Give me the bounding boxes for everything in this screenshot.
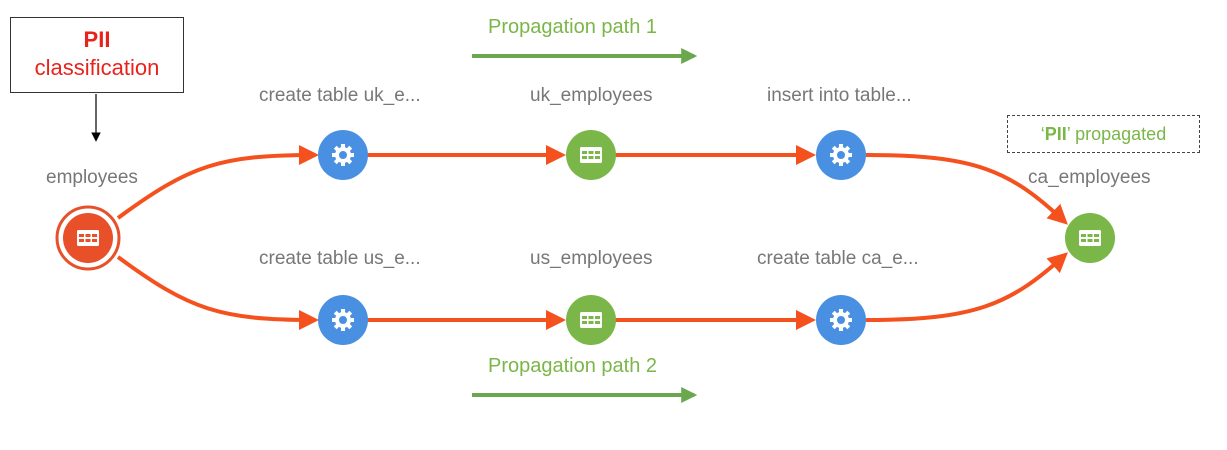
label-create-ca: create table ca_e... — [757, 248, 919, 269]
table-grid-icon — [580, 147, 602, 163]
node-create-uk[interactable] — [318, 130, 368, 180]
label-insert-into: insert into table... — [767, 85, 912, 106]
node-insert-into[interactable] — [816, 130, 866, 180]
badge-term: PII — [1044, 124, 1067, 144]
label-ca-employees: ca_employees — [1028, 167, 1151, 188]
table-grid-icon — [580, 312, 602, 328]
pii-classification-box: PII classification — [10, 17, 184, 93]
edge-insert-ca-employees — [865, 153, 1068, 225]
label-create-uk: create table uk_e... — [259, 85, 421, 106]
label-uk-employees: uk_employees — [530, 85, 653, 106]
label-employees: employees — [46, 167, 138, 188]
edge-create-ca-ca-employees — [865, 252, 1068, 322]
badge-close-quote: ’ — [1066, 124, 1071, 144]
table-grid-icon — [1079, 230, 1101, 246]
badge-open-quote: ‘ — [1040, 124, 1045, 144]
table-grid-icon — [77, 230, 99, 246]
node-uk-employees[interactable] — [566, 130, 616, 180]
node-create-ca[interactable] — [816, 295, 866, 345]
node-ca-employees[interactable] — [1065, 213, 1115, 263]
badge-suffix: propagated — [1070, 124, 1167, 144]
label-create-us: create table us_e... — [259, 248, 421, 269]
node-us-employees[interactable] — [566, 295, 616, 345]
pii-classification-title: PII — [83, 27, 111, 52]
propagation-path-1-label: Propagation path 1 — [488, 16, 658, 38]
pii-classification-subtitle: classification — [34, 55, 160, 80]
propagation-path-2-label: Propagation path 2 — [488, 355, 658, 377]
edge-employees-create-uk — [116, 145, 319, 220]
pii-propagated-badge: ‘PII’ propagated — [1007, 115, 1200, 153]
node-create-us[interactable] — [318, 295, 368, 345]
edge-employees-create-us — [116, 255, 319, 330]
node-employees[interactable] — [55, 205, 121, 271]
label-us-employees: us_employees — [530, 248, 653, 269]
